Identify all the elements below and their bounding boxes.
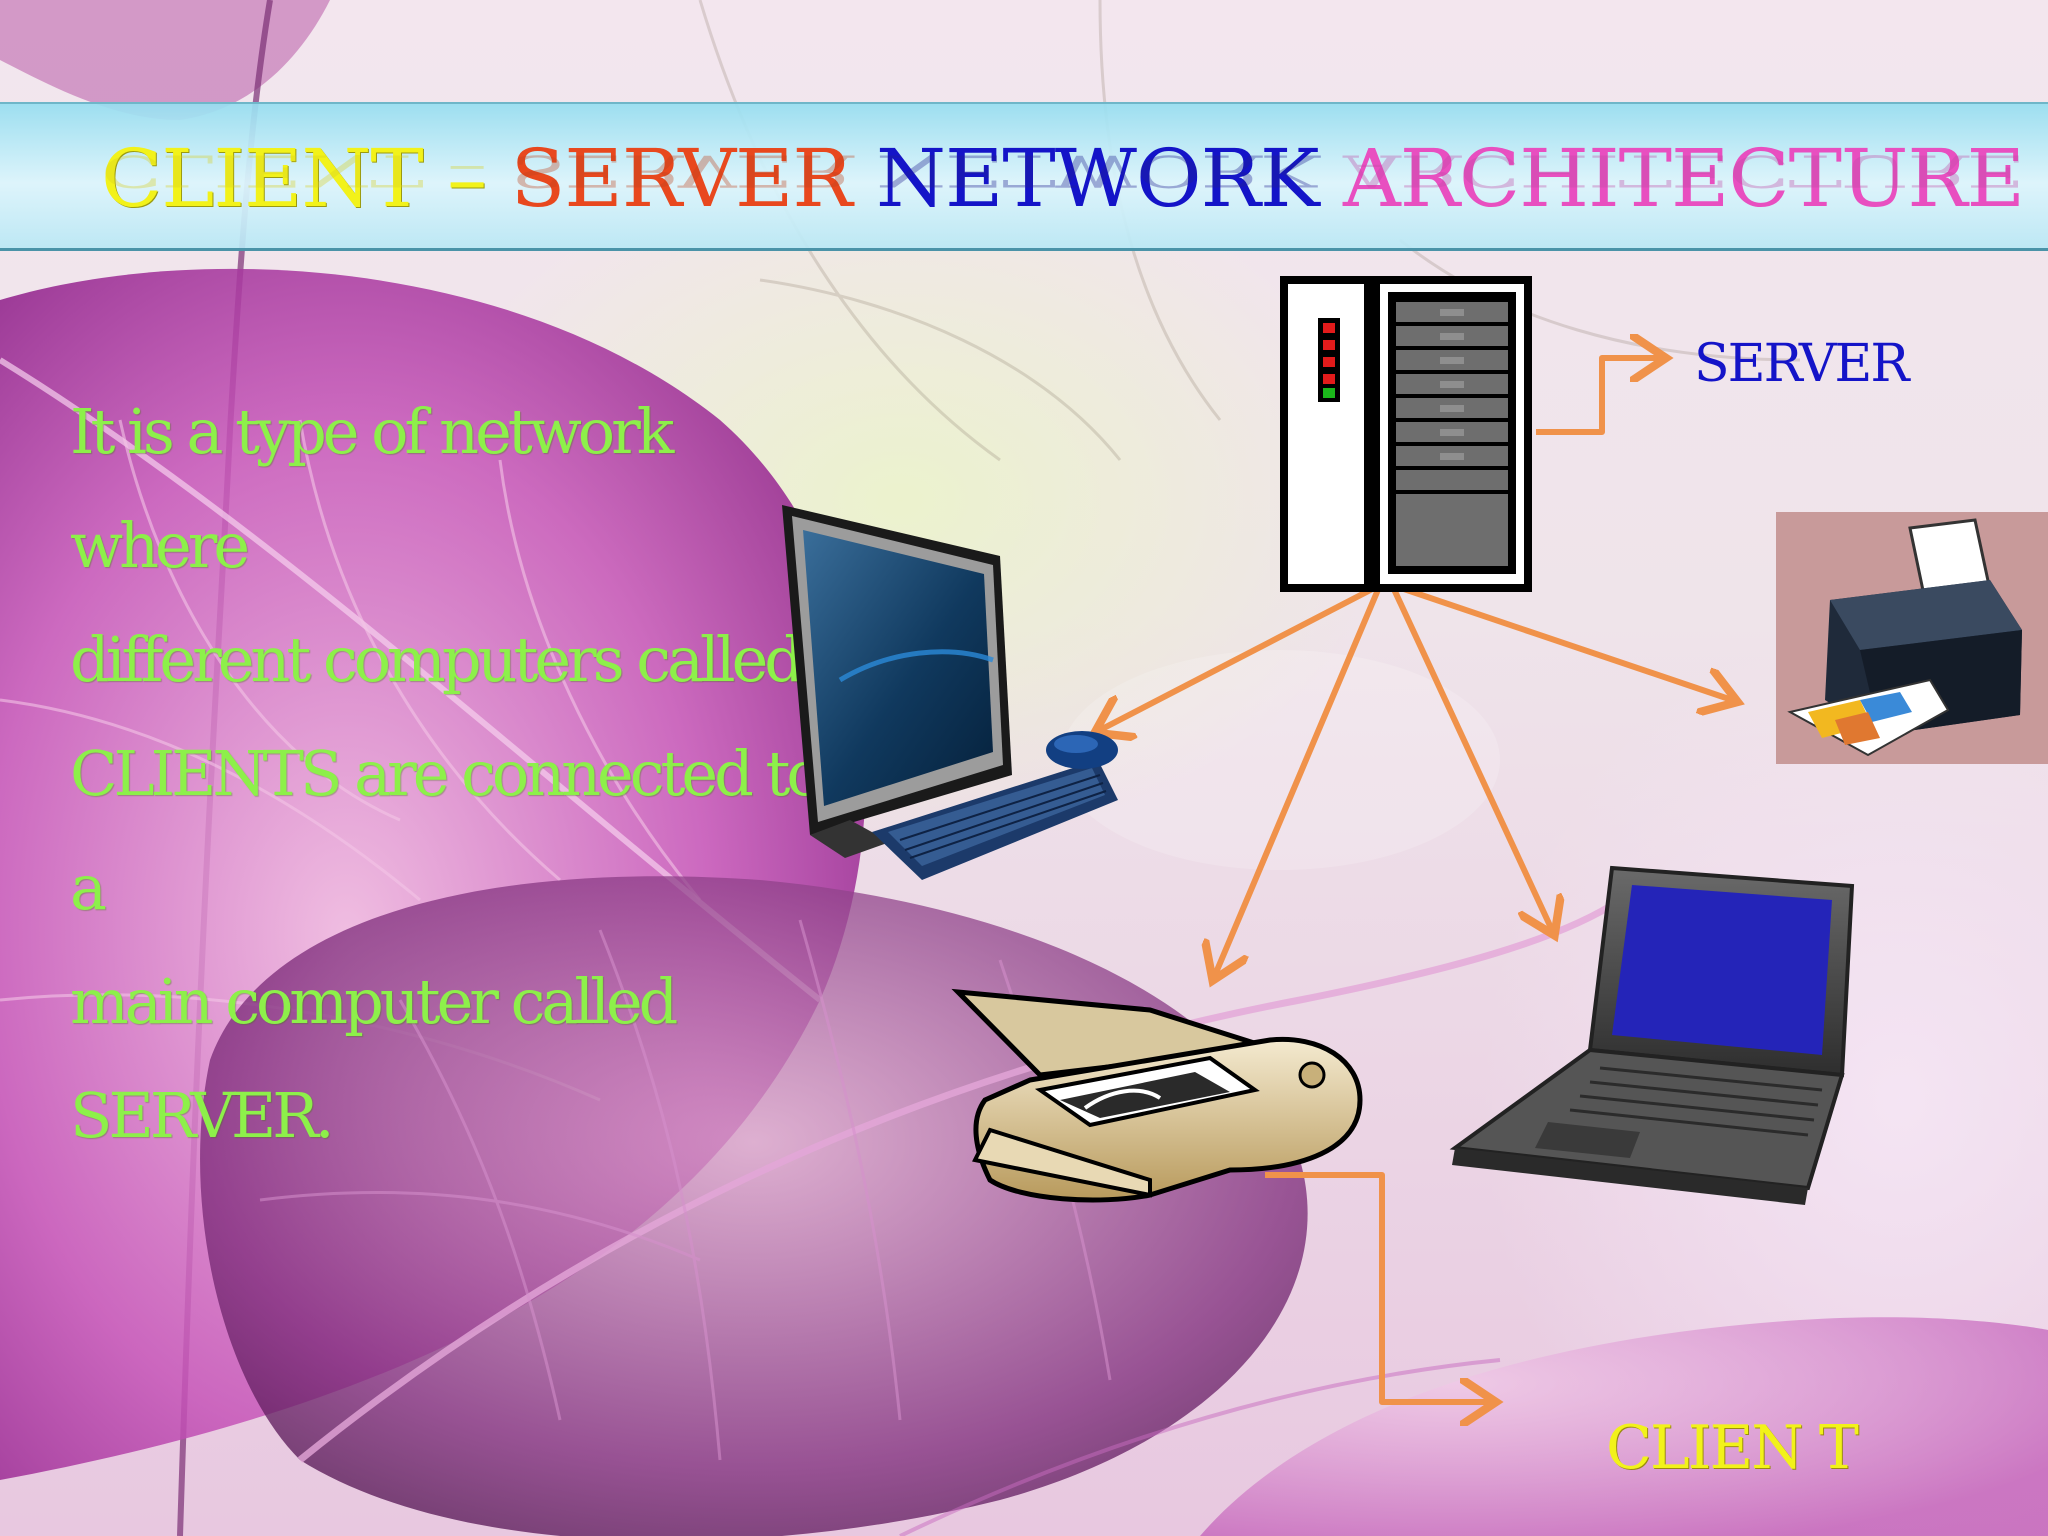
description-line: a <box>70 851 107 924</box>
server-tower-icon <box>1280 276 1532 592</box>
arrow-to-desktop <box>1100 582 1382 730</box>
description-line: CLIENTS are connected to <box>70 737 824 810</box>
laptop-icon <box>1449 865 1855 1205</box>
server-label: SERVER <box>1694 334 1910 394</box>
scanner-icon <box>951 988 1363 1203</box>
title-part-server: SERVER <box>510 132 877 225</box>
description-line: main computer called <box>70 965 678 1038</box>
slide-title: CLIENT – SERVER NETWORK ARCHITECTURE <box>101 132 2025 225</box>
description-text: It is a type of network where different … <box>70 375 850 1173</box>
title-part-architecture: ARCHITECTURE <box>1343 132 2025 225</box>
title-part-client: CLIENT – <box>101 132 511 225</box>
connection-arrows <box>1100 358 1732 1402</box>
arrow-server-label <box>1536 358 1660 435</box>
description-line: different computers called <box>70 623 804 696</box>
printer-icon <box>1776 512 2048 764</box>
title-bar <box>0 102 2048 251</box>
title-part-network: NETWORK <box>876 132 1344 225</box>
arrow-to-laptop <box>1389 583 1552 930</box>
client-label: CLIEN T <box>1606 1413 1859 1483</box>
description-line: It is a type of network <box>70 395 674 468</box>
description-line: SERVER. <box>70 1079 335 1152</box>
desktop-computer-icon <box>782 505 1118 880</box>
description-line: where <box>70 509 250 582</box>
arrow-to-printer <box>1391 582 1732 700</box>
arrow-to-scanner <box>1215 583 1383 975</box>
arrow-client-label <box>1265 1172 1490 1402</box>
